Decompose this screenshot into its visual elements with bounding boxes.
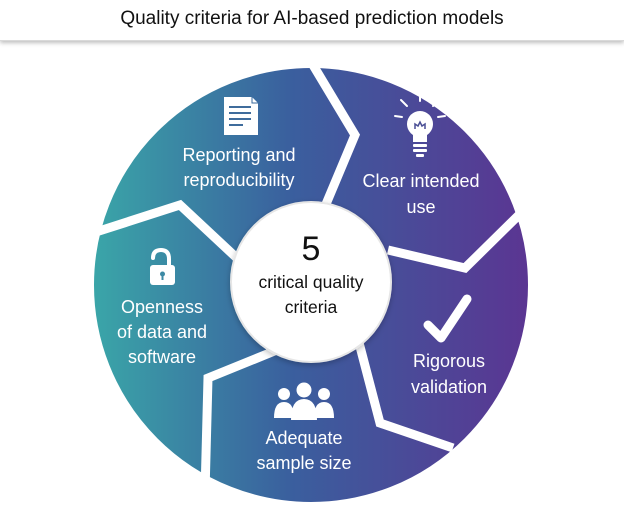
divider-left bbox=[94, 199, 244, 265]
document-icon bbox=[224, 97, 258, 135]
segment-label-openness-3: software bbox=[128, 347, 196, 367]
center-line-1: critical quality bbox=[258, 272, 363, 292]
segment-openness: Openness of data and software bbox=[117, 247, 207, 367]
divider-bottom-right bbox=[352, 333, 455, 453]
segment-label-intended-use-2: use bbox=[406, 197, 435, 217]
segment-label-openness-1: Openness bbox=[121, 297, 203, 317]
diagram-title: Quality criteria for AI-based prediction… bbox=[120, 8, 504, 29]
segment-dividers bbox=[94, 62, 528, 494]
divider-right bbox=[386, 206, 528, 273]
people-icon bbox=[274, 382, 334, 420]
checkmark-icon bbox=[423, 294, 472, 343]
divider-top-right bbox=[309, 62, 361, 230]
center-circle bbox=[230, 201, 392, 363]
segment-label-sample-size-2: sample size bbox=[256, 453, 351, 473]
segment-sample-size: Adequate sample size bbox=[256, 382, 352, 473]
segment-label-openness-2: of data and bbox=[117, 322, 207, 342]
segment-label-validation-1: Rigorous bbox=[413, 351, 485, 371]
divider-bottom-left bbox=[200, 345, 279, 494]
unlock-icon bbox=[150, 247, 175, 285]
center-line-2: criteria bbox=[285, 297, 338, 317]
segment-label-reporting-1: Reporting and bbox=[182, 145, 295, 165]
center-number: 5 bbox=[302, 230, 321, 268]
segment-label-intended-use-1: Clear intended bbox=[362, 171, 479, 191]
segment-label-sample-size-1: Adequate bbox=[265, 428, 342, 448]
segment-reporting: Reporting and reproducibility bbox=[182, 97, 296, 190]
segment-validation: Rigorous validation bbox=[411, 294, 487, 397]
segment-label-reporting-2: reproducibility bbox=[183, 170, 294, 190]
segment-intended-use: Clear intended use bbox=[362, 92, 480, 217]
segment-label-validation-2: validation bbox=[411, 377, 487, 397]
lightbulb-icon bbox=[394, 92, 446, 157]
title-bar: Quality criteria for AI-based prediction… bbox=[0, 0, 624, 41]
